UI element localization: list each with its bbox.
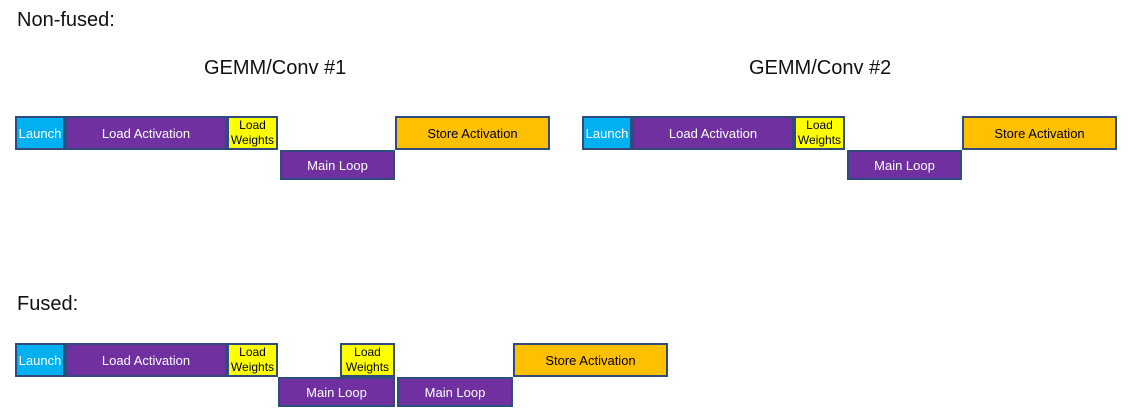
bar-main-loop-g1: Main Loop	[280, 150, 395, 180]
bar-main-loop-g2: Main Loop	[847, 150, 962, 180]
bar-store-activation-fused: Store Activation	[513, 343, 668, 377]
bar-load-weights-2-fused: Load Weights	[340, 343, 395, 377]
bar-load-activation-fused: Load Activation	[65, 343, 227, 377]
section-title-fused: Fused:	[17, 293, 79, 315]
bar-main-loop-1-fused: Main Loop	[278, 377, 395, 407]
bar-load-weights-g2: Load Weights	[794, 116, 845, 150]
group-title-gemm-conv-2: GEMM/Conv #2	[749, 57, 892, 79]
bar-store-activation-g1: Store Activation	[395, 116, 550, 150]
group-title-gemm-conv-1: GEMM/Conv #1	[204, 57, 347, 79]
section-title-non-fused: Non-fused:	[17, 9, 115, 31]
bar-store-activation-g2: Store Activation	[962, 116, 1117, 150]
bar-load-weights-g1: Load Weights	[227, 116, 278, 150]
bar-load-activation-g1: Load Activation	[65, 116, 227, 150]
bar-launch-g2: Launch	[582, 116, 632, 150]
bar-launch-g1: Launch	[15, 116, 65, 150]
bar-launch-fused: Launch	[15, 343, 65, 377]
bar-load-activation-g2: Load Activation	[632, 116, 794, 150]
bar-main-loop-2-fused: Main Loop	[397, 377, 513, 407]
bar-load-weights-1-fused: Load Weights	[227, 343, 278, 377]
